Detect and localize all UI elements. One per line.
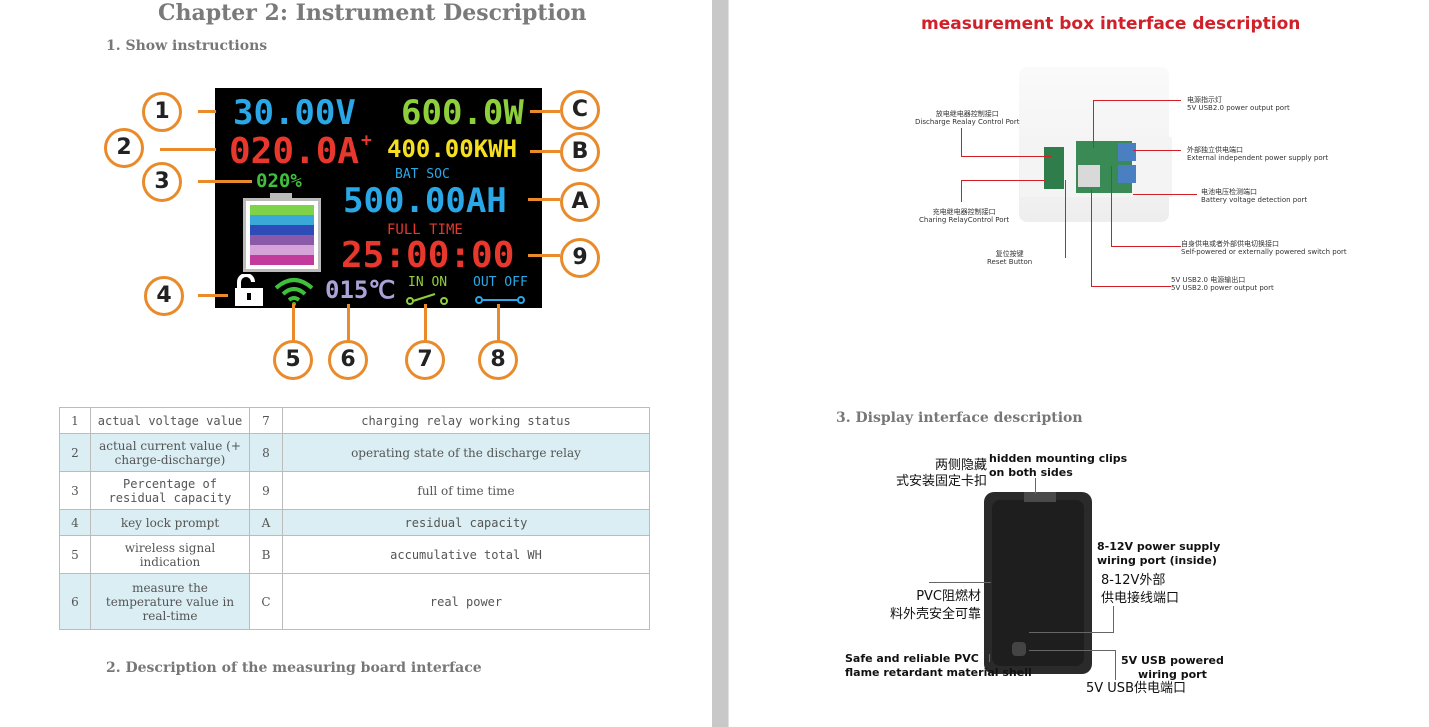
table-cell: 2 bbox=[59, 433, 91, 472]
supply-port-cn-label: 8-12V外部 供电接线端口 bbox=[1101, 573, 1180, 606]
display-device-photo bbox=[984, 492, 1092, 674]
table-cell: actual voltage value bbox=[90, 407, 250, 434]
table-cell: key lock prompt bbox=[90, 509, 250, 536]
table-cell: Percentage of residual capacity bbox=[90, 471, 250, 510]
table-row: 3 Percentage of residual capacity 9 full… bbox=[59, 471, 650, 510]
full-time-label: FULL TIME bbox=[387, 222, 463, 238]
table-cell: real power bbox=[282, 573, 650, 630]
callout-b: B bbox=[560, 132, 600, 172]
pvc-cn-label: PVC阻燃材 料外壳安全可靠 bbox=[889, 589, 981, 622]
pvc-en-label: Safe and reliable PVC flame retardant ma… bbox=[845, 652, 1032, 679]
left-page: Chapter 2: Instrument Description 1. Sho… bbox=[0, 0, 712, 727]
table-cell: accumulative total WH bbox=[282, 535, 650, 574]
table-cell: full of time time bbox=[282, 471, 650, 510]
circuit-board bbox=[1020, 137, 1172, 197]
table-cell: 4 bbox=[59, 509, 91, 536]
callout-2: 2 bbox=[104, 128, 144, 168]
callout-7: 7 bbox=[405, 340, 445, 380]
table-row: 4 key lock prompt A residual capacity bbox=[59, 509, 650, 536]
clips-cn-label-2: 式安装固定卡扣 bbox=[895, 474, 987, 489]
in-on-label: IN ON bbox=[408, 275, 448, 290]
page-divider bbox=[728, 0, 729, 727]
soc-percent: 020% bbox=[256, 170, 302, 192]
voltage-readout: 30.00V bbox=[233, 93, 356, 133]
callout-c: C bbox=[560, 90, 600, 130]
table-cell: 8 bbox=[249, 433, 283, 472]
charging-port-label: 充电继电器控制接口 Charing RelayControl Port bbox=[919, 208, 1010, 225]
section-measuring-board: 2. Description of the measuring board in… bbox=[106, 660, 482, 676]
section-show-instructions: 1. Show instructions bbox=[106, 38, 268, 54]
chapter-title: Chapter 2: Instrument Description bbox=[158, 0, 587, 26]
lock-icon bbox=[235, 274, 263, 306]
table-cell: wireless signal indication bbox=[90, 535, 250, 574]
table-cell: 1 bbox=[59, 407, 91, 434]
out-off-label: OUT OFF bbox=[473, 275, 528, 290]
table-row: 6 measure the temperature value in real-… bbox=[59, 573, 650, 630]
current-sign: + bbox=[361, 130, 372, 151]
usb-powered-en-label: 5V USB powered wiring port bbox=[1121, 654, 1224, 681]
usb-output-label: 5V USB2.0 电源输出口 5V USB2.0 power output p… bbox=[1171, 276, 1274, 293]
table-row: 5 wireless signal indication B accumulat… bbox=[59, 535, 650, 574]
callout-9: 9 bbox=[560, 238, 600, 278]
table-row: 2 actual current value (+ charge-dischar… bbox=[59, 433, 650, 472]
wifi-icon bbox=[274, 278, 314, 306]
battery-bar bbox=[250, 254, 314, 265]
table-row: 1 actual voltage value 7 charging relay … bbox=[59, 407, 650, 434]
table-cell: charging relay working status bbox=[282, 407, 650, 434]
page-gutter bbox=[712, 0, 729, 727]
description-table: 1 actual voltage value 7 charging relay … bbox=[59, 407, 650, 630]
capacity-readout: 500.00AH bbox=[343, 181, 507, 221]
table-cell: 3 bbox=[59, 471, 91, 510]
display-screen: 30.00V 600.0W 020.0A + 400.00KWH 020% BA… bbox=[215, 88, 542, 308]
battery-bar bbox=[250, 224, 314, 235]
table-cell: operating state of the discharge relay bbox=[282, 433, 650, 472]
table-cell: C bbox=[249, 573, 283, 630]
right-page: measurement box interface description 电源… bbox=[729, 0, 1429, 727]
current-readout: 020.0A bbox=[229, 131, 360, 172]
table-cell: 6 bbox=[59, 573, 91, 630]
table-cell: 7 bbox=[249, 407, 283, 434]
battery-bar bbox=[250, 205, 314, 215]
reset-button-label: 复位按键 Reset Button bbox=[987, 250, 1033, 267]
table-cell: 5 bbox=[59, 535, 91, 574]
table-cell: 9 bbox=[249, 471, 283, 510]
discharge-port-label: 放电继电器控制接口 Discharge Realay Control Port bbox=[915, 110, 1020, 127]
power-led-label: 电源指示灯 5V USB2.0 power output port bbox=[1187, 96, 1290, 113]
callout-5: 5 bbox=[273, 340, 313, 380]
table-cell: actual current value (+ charge-discharge… bbox=[90, 433, 250, 472]
battery-bar bbox=[250, 234, 314, 245]
callout-8: 8 bbox=[478, 340, 518, 380]
battery-detection-label: 电池电压检测端口 Battery voltage detection port bbox=[1201, 188, 1308, 205]
table-cell: residual capacity bbox=[282, 509, 650, 536]
clips-cn-label: 两侧隐藏 bbox=[934, 458, 987, 473]
discharge-relay-icon bbox=[475, 296, 525, 304]
callout-4: 4 bbox=[144, 276, 184, 316]
bat-soc-label: BAT SOC bbox=[395, 167, 450, 182]
section-display-interface: 3. Display interface description bbox=[836, 410, 1083, 426]
callout-1: 1 bbox=[142, 92, 182, 132]
usb-powered-cn-label: 5V USB供电端口 bbox=[1086, 681, 1186, 696]
supply-port-en-label: 8-12V power supply wiring port (inside) bbox=[1097, 540, 1221, 567]
temperature-readout: 015℃ bbox=[325, 276, 396, 304]
battery-bar bbox=[250, 244, 314, 255]
switch-port-label: 自身供电或者外部供电切换接口 Self-powered or externall… bbox=[1181, 240, 1347, 257]
callout-3: 3 bbox=[142, 162, 182, 202]
clips-en-label: hidden mounting clips on both sides bbox=[989, 452, 1128, 479]
power-readout: 600.0W bbox=[401, 93, 524, 133]
callout-6: 6 bbox=[328, 340, 368, 380]
measurement-box-title: measurement box interface description bbox=[921, 14, 1301, 34]
table-cell: A bbox=[249, 509, 283, 536]
table-cell: measure the temperature value in real-ti… bbox=[90, 573, 250, 630]
callout-a: A bbox=[560, 182, 600, 222]
battery-bar bbox=[250, 214, 314, 225]
energy-readout: 400.00KWH bbox=[387, 135, 518, 163]
table-cell: B bbox=[249, 535, 283, 574]
external-supply-label: 外部独立供电端口 External independent power supp… bbox=[1187, 146, 1329, 163]
time-readout: 25:00:00 bbox=[341, 235, 515, 276]
charging-relay-icon bbox=[406, 293, 448, 305]
battery-icon bbox=[243, 193, 321, 272]
